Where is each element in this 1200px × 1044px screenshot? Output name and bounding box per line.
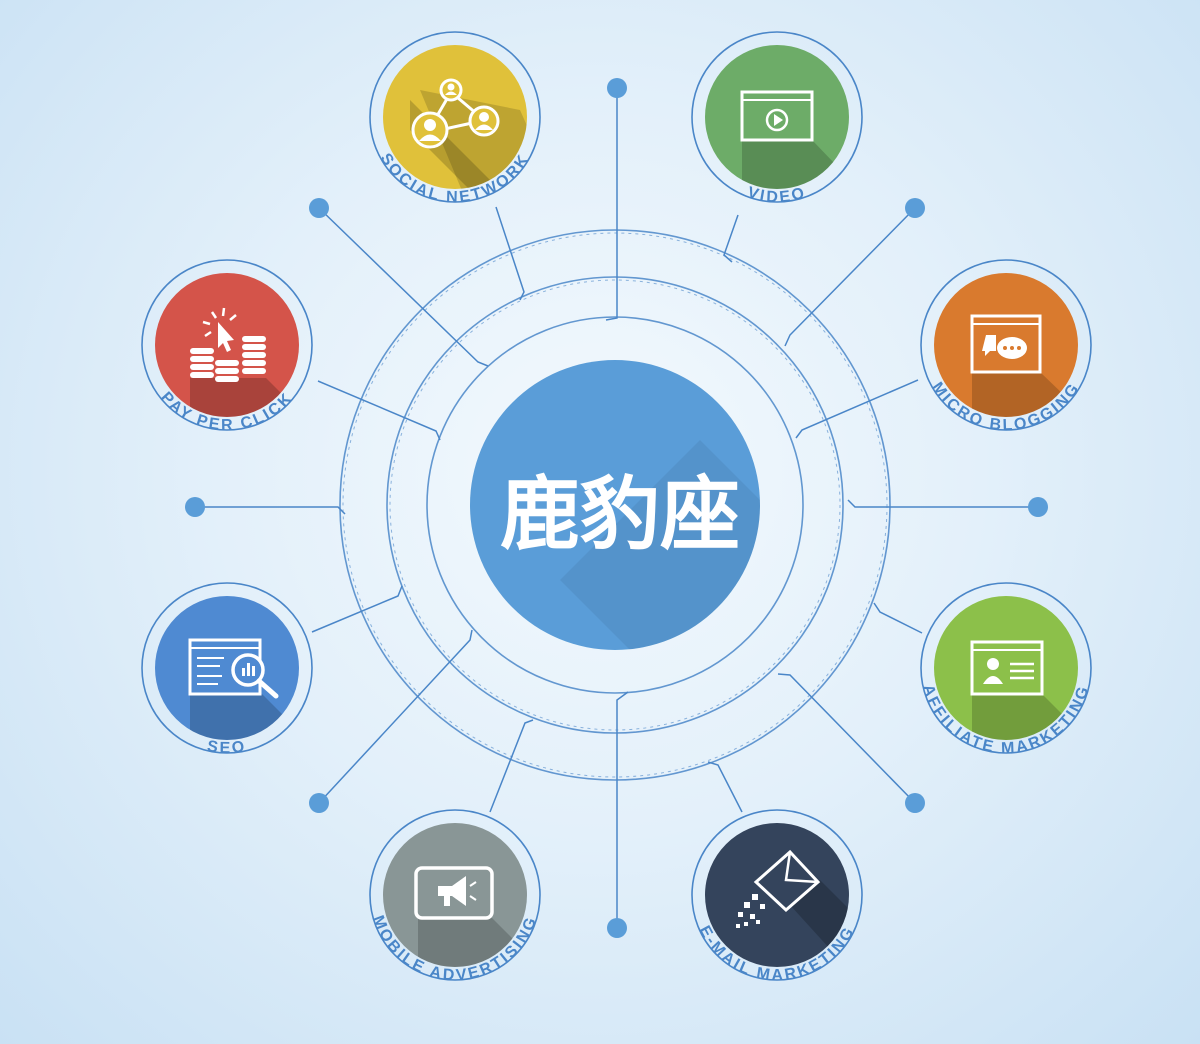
node-social-network[interactable]: SOCIAL NETWORK (369, 31, 560, 260)
video-player-icon (740, 90, 814, 142)
connector-bottom-left (318, 629, 473, 804)
dashed-ring-outer (342, 232, 888, 778)
connector-email (707, 761, 743, 813)
connector-lines (195, 88, 1038, 928)
node-e-mail-marketing[interactable]: E-MAIL MARKETING (691, 809, 870, 984)
magnifier-chart-icon (188, 638, 279, 699)
node-badge (705, 823, 849, 967)
dot-top (607, 78, 627, 98)
node-badge (155, 596, 299, 740)
node-ring (141, 582, 313, 754)
connector-seo (311, 585, 403, 633)
connector-bottom-right (777, 673, 916, 804)
inner-ring (426, 316, 804, 694)
coins-cursor-icon (190, 307, 266, 382)
node-badge (383, 45, 527, 189)
envelope-icon (736, 849, 821, 928)
dot-top-left (309, 198, 329, 218)
dot-top-right (905, 198, 925, 218)
middle-ring (386, 276, 844, 734)
node-seo[interactable]: SEO (141, 582, 313, 790)
node-label: VIDEO (745, 184, 808, 206)
node-micro-blogging[interactable]: MICRO BLOGGING (920, 259, 1092, 470)
node-ring (369, 809, 541, 981)
concentric-rings (339, 229, 891, 781)
people-network-icon (411, 78, 500, 149)
node-badge (934, 596, 1078, 740)
dot-left (185, 497, 205, 517)
node-pay-per-click[interactable]: PAY PER CLICK (141, 259, 313, 470)
node-ring (920, 259, 1092, 431)
connector-mobile (489, 719, 534, 813)
node-ring (691, 809, 863, 981)
connector-affiliate (873, 602, 923, 634)
node-ring (691, 31, 863, 203)
connector-ppc (317, 380, 441, 441)
node-ring (920, 582, 1092, 754)
node-affiliate-marketing[interactable]: AFFILIATE MARKETING (919, 582, 1093, 790)
connector-top (605, 88, 618, 321)
megaphone-tablet-icon (414, 866, 494, 920)
dashed-ring-inner (389, 279, 841, 731)
node-ring (369, 31, 541, 203)
node-video[interactable]: VIDEO (691, 31, 863, 240)
connector-right (847, 499, 1038, 508)
node-label: SEO (206, 738, 248, 757)
dot-bottom-right (905, 793, 925, 813)
connector-micro (795, 379, 919, 439)
connector-top-right (784, 207, 916, 347)
connector-bottom (616, 691, 629, 928)
connector-social (495, 206, 525, 301)
hub[interactable]: 鹿豹座 (470, 360, 900, 780)
dot-bottom-left (309, 793, 329, 813)
connector-top-left (318, 207, 489, 367)
dot-bottom (607, 918, 627, 938)
hub-title: 鹿豹座 (500, 468, 740, 561)
outer-ring (339, 229, 891, 781)
connector-video (723, 214, 739, 263)
profile-card-icon (970, 640, 1044, 696)
connector-left (195, 506, 346, 515)
endpoint-dots (185, 78, 1048, 938)
node-ring (141, 259, 313, 431)
node-mobile-advertising[interactable]: MOBILE ADVERTISING (369, 809, 541, 1010)
hub-circle (470, 360, 760, 650)
dot-right (1028, 497, 1048, 517)
chat-bubbles-icon (970, 314, 1042, 374)
